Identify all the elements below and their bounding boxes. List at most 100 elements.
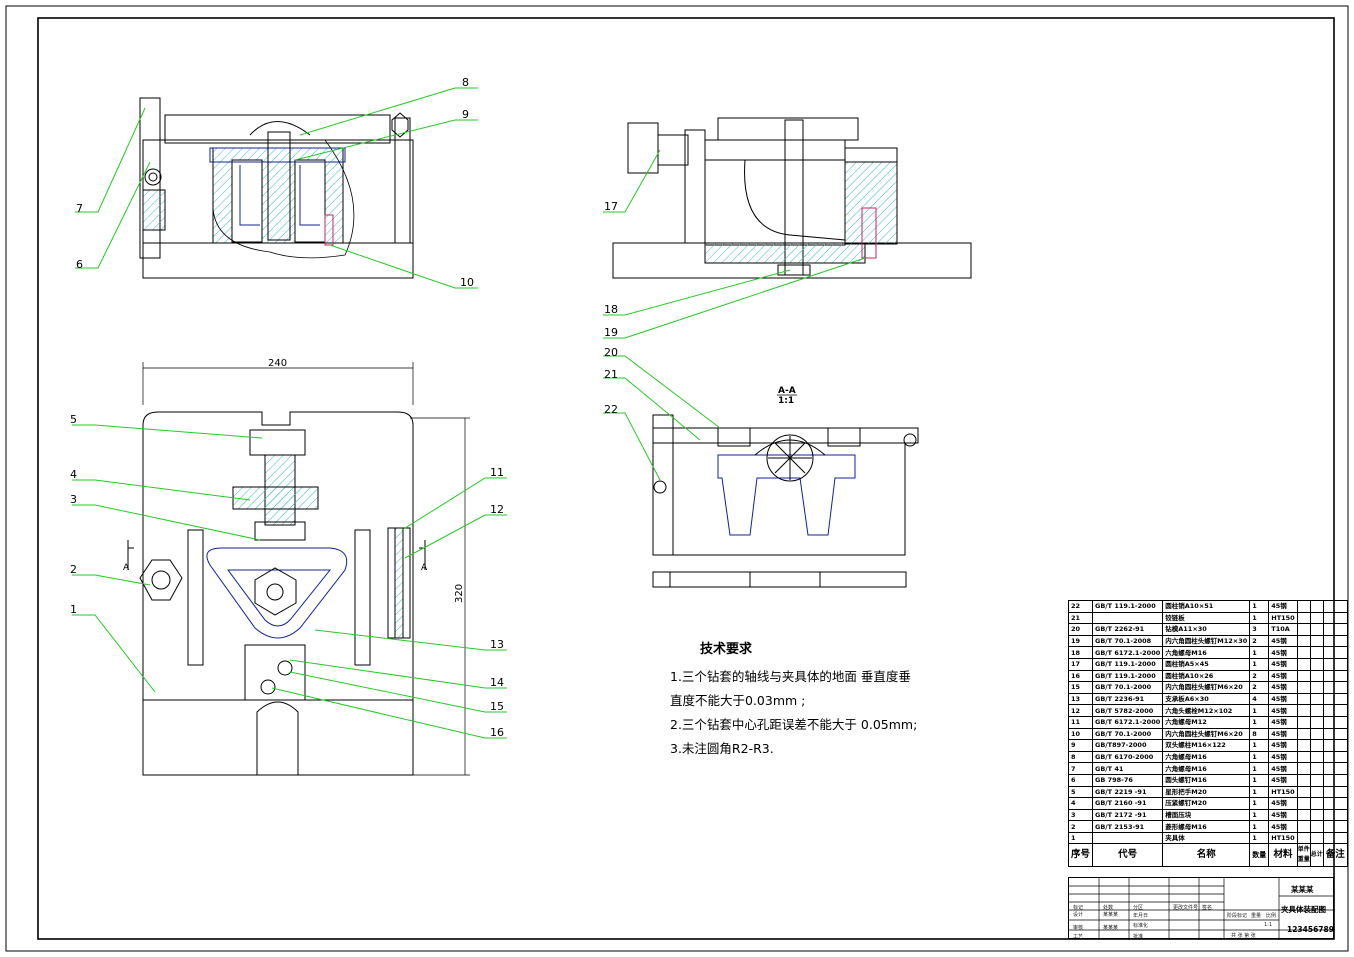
bom-cell-total: [1309, 750, 1324, 764]
bom-cell-name: 六角螺母M16: [1162, 646, 1251, 659]
bom-cell-no: 7: [1067, 762, 1094, 775]
balloon-6: 6: [76, 258, 83, 271]
bom-cell-remark: [1322, 831, 1348, 845]
bom-cell-total: [1309, 785, 1324, 799]
bom-cell-qty: 1: [1249, 657, 1270, 671]
drawing-number: 123456789: [1287, 925, 1334, 934]
bom-cell-unit: [1296, 750, 1311, 764]
balloon-8: 8: [462, 76, 469, 89]
tb-label-stage: 阶段标记: [1227, 913, 1248, 919]
balloon-22: 22: [604, 403, 618, 416]
bom-cell-name: 六角螺母M16: [1162, 750, 1251, 764]
section-scale: 1:1: [778, 396, 794, 406]
bom-cell-name: 双头螺柱M16×122: [1162, 739, 1251, 752]
bom-cell-code: GB/T 5782-2000: [1092, 704, 1164, 717]
bom-cell-code: GB/T 119.1-2000: [1092, 657, 1164, 671]
bom-cell-material: 45钢: [1268, 739, 1298, 752]
bom-cell-remark: [1322, 797, 1348, 810]
bom-cell-remark: [1322, 704, 1348, 717]
bom-cell-name: 钻模A11×30: [1162, 623, 1251, 636]
bom-cell-qty: 3: [1249, 623, 1270, 636]
bom-cell-total: [1309, 704, 1324, 717]
bom-cell-unit: [1296, 704, 1311, 717]
section-view: [652, 414, 919, 588]
bom-cell-material: 45钢: [1268, 750, 1298, 764]
bom-cell-remark: [1322, 646, 1348, 659]
bom-header-weight-label: 重量: [1297, 856, 1310, 864]
balloon-18: 18: [604, 303, 618, 316]
bom-cell-total: [1309, 657, 1324, 671]
title-block: 某某某 夹具体装配图 123456789 设计 某某某 审核 某某某 工艺 1:…: [1068, 877, 1335, 940]
bom-cell-qty: 1: [1249, 704, 1270, 717]
bom-header-row: 序号 代号 名称 数量 材料 单件重量 总计 备注: [1067, 843, 1348, 868]
designer-label: 设计: [1073, 912, 1084, 918]
section-label: A-A: [778, 386, 796, 396]
tech-requirements-title: 技术要求: [700, 642, 753, 657]
front-view: [139, 97, 414, 279]
bom-cell-unit: [1296, 681, 1311, 694]
bom-cell-no: 6: [1067, 773, 1094, 787]
tech-requirements: 技术要求 1.三个钻套的轴线与夹具体的地面 垂直度垂 直度不能大于0.03mm …: [670, 638, 970, 761]
bom-cell-total: [1309, 715, 1324, 729]
bom-cell-qty: 1: [1249, 600, 1270, 613]
section-mark-right: A: [421, 563, 428, 573]
bom-cell-code: GB/T 2219 -91: [1092, 785, 1164, 799]
bom-cell-name: 槽面压块: [1162, 808, 1251, 822]
balloon-19: 19: [604, 326, 618, 339]
balloon-3: 3: [70, 493, 77, 506]
bom-cell-qty: 1: [1249, 831, 1270, 845]
bom-header-name: 名称: [1162, 843, 1251, 868]
bom-cell-remark: [1322, 773, 1348, 787]
bom-cell-code: GB/T 2172 -91: [1092, 808, 1164, 822]
bom-cell-unit: [1296, 657, 1311, 671]
bom-cell-unit: [1296, 692, 1311, 706]
bom-cell-no: 3: [1067, 808, 1094, 822]
bom-cell-name: 圆柱销A5×45: [1162, 657, 1251, 671]
bom-cell-total: [1309, 669, 1324, 683]
bom-cell-remark: [1322, 808, 1348, 822]
bom-header-no: 序号: [1067, 843, 1094, 868]
company-name: 某某某: [1291, 885, 1314, 894]
bom-cell-no: 17: [1067, 657, 1094, 671]
tech-line: 2.三个钻套中心孔距误差不能大于 0.05mm;: [670, 717, 918, 732]
section-mark-left: A: [123, 563, 130, 573]
tb-label-ratio: 比例: [1266, 913, 1277, 919]
tb-label-approve: 批准: [1133, 934, 1144, 940]
bom-cell-remark: [1322, 785, 1348, 799]
bom-cell-code: GB/T 119.1-2000: [1092, 600, 1164, 613]
bom-cell-name: 内六角圆柱头螺钉M6×20: [1162, 681, 1251, 694]
bom-cell-code: GB/T 2262-91: [1092, 623, 1164, 636]
bom-cell-material: 45钢: [1268, 704, 1298, 717]
tb-label-standard: 标准化: [1133, 923, 1149, 929]
bom-cell-unit: [1296, 762, 1311, 775]
bom-cell-total: [1309, 634, 1324, 648]
bom-cell-qty: 1: [1249, 773, 1270, 787]
bom-cell-no: 13: [1067, 692, 1094, 706]
inner-border: [37, 17, 1335, 940]
bom-cell-unit: [1296, 646, 1311, 659]
bom-cell-qty: 1: [1249, 797, 1270, 810]
bom-cell-unit: [1296, 634, 1311, 648]
bom-cell-total: [1309, 739, 1324, 752]
balloon-1: 1: [70, 603, 77, 616]
bom-cell-name: 圆柱销A10×51: [1162, 600, 1251, 613]
bom-header-total: 总计: [1309, 843, 1324, 868]
designer-name: 某某某: [1103, 912, 1119, 918]
bom-cell-remark: [1322, 820, 1348, 833]
bom-cell-unit: [1296, 715, 1311, 729]
bom-cell-unit: [1296, 773, 1311, 787]
bom-header-qty: 数量: [1249, 843, 1270, 868]
bom-cell-code: GB/T 70.1-2000: [1092, 727, 1164, 741]
bom-cell-unit: [1296, 669, 1311, 683]
balloon-numbers: 7 6 8 9 10 5 4 3 2 1 11 12 13 14 15 16 1…: [70, 76, 796, 739]
bom-header-unit: 单件重量: [1296, 843, 1311, 868]
bom-cell-remark: [1322, 762, 1348, 775]
bom-cell-unit: [1296, 820, 1311, 833]
bom-cell-qty: 1: [1249, 750, 1270, 764]
bom-cell-no: 18: [1067, 646, 1094, 659]
